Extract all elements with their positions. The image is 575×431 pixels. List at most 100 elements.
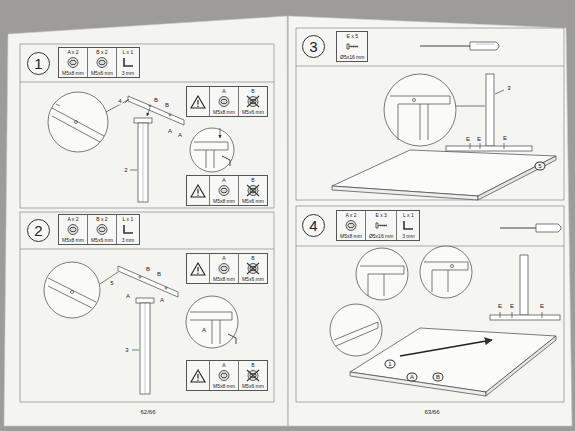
step1-illustration [52, 104, 104, 142]
bolt-icon [216, 95, 232, 108]
step4-illustration [500, 227, 536, 228]
step2-illustration [71, 291, 74, 294]
hex-socket [99, 228, 105, 232]
bolt-head [68, 225, 78, 235]
callout-label: 1 [385, 360, 396, 369]
warning-triangle [191, 370, 205, 382]
screw-icon [376, 223, 387, 228]
part-cell: A x 2M5x8 mm [337, 211, 365, 240]
step3-illustration [456, 106, 485, 107]
screw-thread [380, 224, 381, 227]
screw-icon [373, 219, 389, 232]
callout-label: B [433, 373, 444, 382]
part-letter: B [251, 88, 254, 94]
step-number: 3 [302, 35, 325, 58]
bolt-icon [219, 186, 229, 196]
warning-triangle [190, 262, 206, 276]
warning-box: AM5x8 mmBM5x6 mm [186, 86, 268, 117]
hex-socket [221, 100, 227, 104]
hex-socket [221, 189, 227, 193]
parts-box: E x 5Ø5x16 mm [336, 31, 368, 62]
hex-socket [348, 224, 354, 228]
step3-illustration [478, 156, 556, 200]
boltx-icon [247, 263, 259, 274]
boltx-icon [245, 369, 261, 382]
callout-label: B [145, 266, 151, 273]
bolt-head [248, 371, 258, 381]
step3-illustration [390, 96, 450, 140]
step4-illustration [520, 255, 528, 315]
part-letter: B [251, 255, 254, 261]
part-size: M5x8 mm [213, 109, 235, 115]
step2-illustration [140, 303, 150, 394]
part-size: Ø5x16 mm [340, 54, 364, 60]
cross-mark [247, 370, 259, 381]
hex-socket [99, 61, 105, 65]
step2-illustration [44, 262, 100, 318]
parts-box: A x 2M5x8 mmB x 2M5x6 mmL x 13 mm [58, 47, 140, 78]
screw-body [376, 223, 387, 228]
part-letter: B x 2 [96, 49, 107, 55]
callout-label: B [153, 97, 159, 104]
callout-label: A [201, 327, 207, 334]
warning-mark [197, 194, 198, 195]
step1-illustration [125, 99, 129, 103]
part-cell: L x 13 mm [116, 215, 139, 244]
part-cell: B x 2M5x6 mm [87, 215, 116, 244]
warning-triangle [191, 96, 205, 108]
step1-illustration [222, 156, 230, 166]
part-letter: A [222, 88, 225, 94]
part-size: M5x6 mm [91, 70, 113, 76]
part-size: M5x8 mm [340, 233, 362, 239]
hex-socket [70, 228, 76, 232]
part-size: M5x6 mm [91, 237, 113, 243]
booklet-pages [4, 16, 572, 426]
step4-illustration [360, 266, 404, 296]
warning-mark [197, 105, 198, 106]
screw-thread [386, 224, 387, 227]
step2-illustration [132, 350, 139, 351]
step1-illustration [134, 118, 152, 123]
bolt-icon [216, 369, 232, 382]
callout-label: E [497, 303, 503, 310]
step3-illustration [446, 146, 532, 151]
warning-triangle [191, 263, 205, 275]
part-size: Ø5x16 mm [369, 233, 393, 239]
step1-illustration [190, 128, 234, 172]
warning-mark [197, 272, 198, 273]
bolt-head [219, 264, 229, 274]
booklet-pages [288, 16, 572, 426]
callout-label: 2 [123, 167, 128, 174]
hex-socket [221, 374, 227, 378]
part-cell: E x 3Ø5x16 mm [365, 211, 396, 240]
step4-illustration [356, 248, 408, 300]
part-size: M5x6 mm [242, 198, 264, 204]
step-frames [20, 28, 564, 402]
step1-illustration [75, 121, 78, 124]
step-number-text: 1 [34, 56, 42, 72]
step1-illustration [48, 92, 108, 152]
allen-key [124, 225, 133, 233]
step2-illustration [136, 298, 154, 303]
step2-illustration [190, 312, 232, 344]
part-size: M5x6 mm [242, 383, 264, 389]
warning-mark [197, 100, 198, 105]
key-icon [400, 219, 416, 232]
part-cell: BM5x6 mm [238, 361, 267, 390]
key-icon [120, 223, 136, 236]
bolt-icon [94, 56, 110, 69]
part-cell: B M5x6 mm [238, 254, 267, 283]
part-size: M5x6 mm [242, 276, 264, 282]
bolt-head [219, 97, 229, 107]
bolt-head [248, 97, 258, 107]
step4-illustration [451, 265, 454, 268]
step4-illustration [350, 328, 556, 392]
bolt-icon [65, 56, 81, 69]
callout-label: E [465, 136, 471, 143]
warning-box: AM5x8 mmBM5x6 mm [186, 360, 268, 391]
callout-label: A [407, 373, 418, 382]
part-size: 3 mm [402, 233, 415, 239]
bolt-head [219, 186, 229, 196]
warning-mark [197, 267, 198, 272]
parts-box: A x 2M5x8 mmB x 2M5x6 mmL x 13 mm [58, 214, 140, 245]
